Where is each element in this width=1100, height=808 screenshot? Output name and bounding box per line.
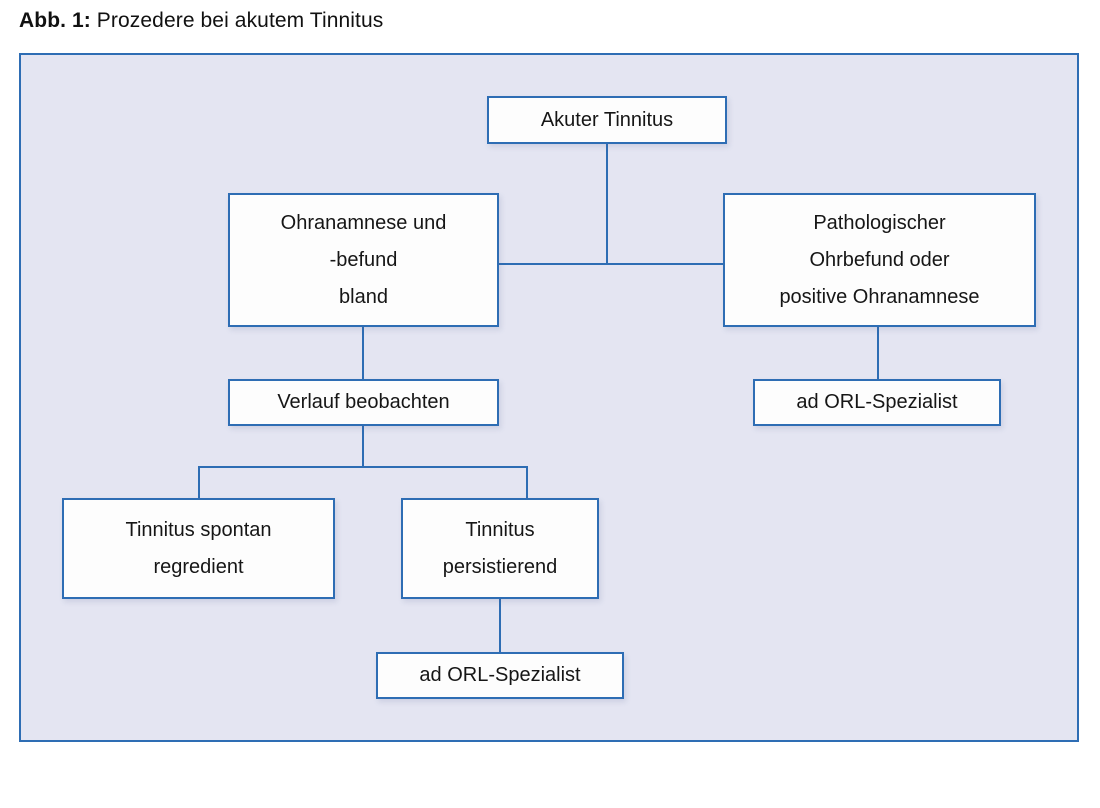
node-label-line: ad ORL-Spezialist: [419, 664, 581, 686]
node-label-line: persistierend: [442, 555, 558, 578]
figure-page: Abb. 1: Prozedere bei akutem Tinnitus Ak…: [19, 8, 1079, 742]
node-label-line: ad ORL-Spezialist: [796, 391, 958, 413]
connector-spine-horizontal: [498, 263, 724, 265]
figure-caption: Abb. 1: Prozedere bei akutem Tinnitus: [19, 8, 383, 34]
node-verlauf-beobachten[interactable]: Verlauf beobachten: [228, 379, 499, 426]
connector-persistent-to-specialist: [499, 599, 501, 653]
node-label-line: bland: [339, 285, 388, 308]
node-label-line: -befund: [329, 248, 398, 271]
connector-pathological-to-specialist: [877, 327, 879, 380]
figure-caption-text: Prozedere bei akutem Tinnitus: [90, 9, 384, 32]
node-ohranamnese-bland[interactable]: Ohranamnese und -befund bland: [228, 193, 499, 327]
connector-split-to-persistent: [526, 466, 528, 499]
node-label-line: positive Ohranamnese: [779, 285, 980, 308]
node-label-line: regredient: [153, 555, 244, 578]
node-tinnitus-spontan-regredient[interactable]: Tinnitus spontan regredient: [62, 498, 335, 599]
connector-split-bar: [198, 466, 528, 468]
node-label-line: Tinnitus: [465, 518, 535, 541]
node-akuter-tinnitus[interactable]: Akuter Tinnitus: [487, 96, 727, 144]
connector-split-to-spontaneous: [198, 466, 200, 499]
node-label-line: Verlauf beobachten: [277, 391, 450, 413]
node-label-line: Ohrbefund oder: [809, 248, 950, 271]
node-ad-orl-spezialist-right[interactable]: ad ORL-Spezialist: [753, 379, 1001, 426]
node-pathologischer-ohrbefund[interactable]: Pathologischer Ohrbefund oder positive O…: [723, 193, 1036, 327]
node-ad-orl-spezialist-bottom[interactable]: ad ORL-Spezialist: [376, 652, 624, 699]
figure-caption-label: Abb. 1:: [19, 9, 91, 32]
node-label-line: Tinnitus spontan: [125, 518, 272, 541]
node-label-line: Akuter Tinnitus: [540, 108, 674, 131]
node-tinnitus-persistierend[interactable]: Tinnitus persistierend: [401, 498, 599, 599]
connector-root-to-spine: [606, 144, 608, 265]
node-label-line: Ohranamnese und: [280, 211, 447, 234]
connector-observe-down: [362, 426, 364, 468]
connector-bland-to-observe: [362, 327, 364, 380]
node-label-line: Pathologischer: [813, 211, 946, 234]
